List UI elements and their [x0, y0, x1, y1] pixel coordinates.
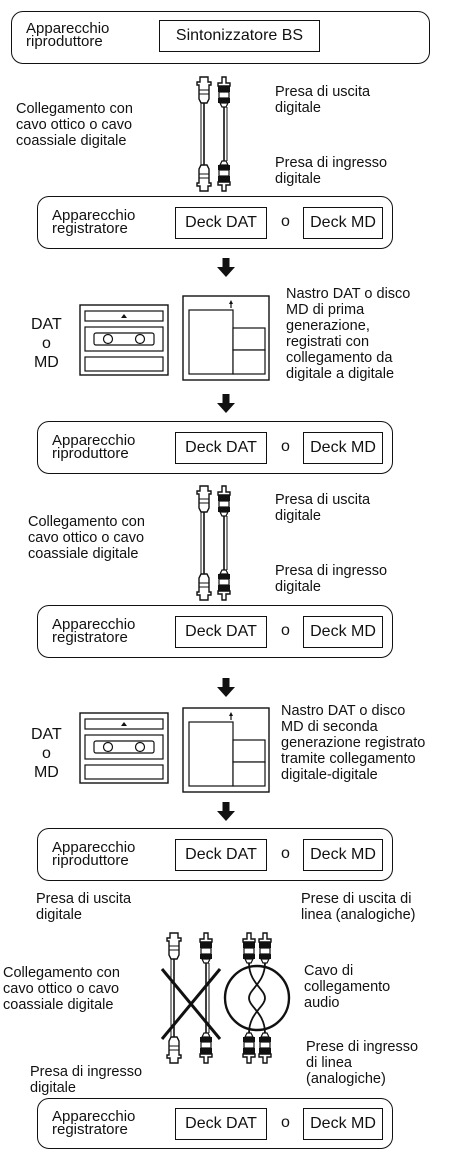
dat-cassette-1-icon [79, 304, 169, 376]
or-label: o [281, 622, 290, 639]
cable-2-description: Collegamento con cavo ottico o cavo coas… [28, 514, 145, 562]
deck-md-unit: Deck MD [303, 839, 383, 871]
down-arrow-2-icon [217, 394, 235, 413]
md-disc-2-icon [182, 707, 270, 793]
player-device-label: Apparecchio riproduttore [52, 839, 136, 869]
recorder-device-label: Apparecchio registratore [52, 1108, 136, 1138]
cable-3-output-jack-label-left: Presa di uscita digitale [36, 891, 132, 923]
media-1-note: Nastro DAT o disco MD di prima generazio… [286, 286, 411, 382]
cable-2-input-jack-label: Presa di ingresso digitale [275, 563, 388, 595]
or-label: o [281, 438, 290, 455]
player-device-box: Apparecchio riproduttore Sintonizzatore … [11, 11, 430, 64]
cable-1-description: Collegamento con cavo ottico o cavo coas… [16, 101, 133, 149]
deck-dat-unit: Deck DAT [175, 839, 267, 871]
recorder-device-box-1: Apparecchio registratore Deck DAT o Deck… [37, 196, 393, 249]
deck-dat-unit: Deck DAT [175, 1108, 267, 1140]
digital-cable-2-icon [196, 485, 231, 601]
recorder-device-label: Apparecchio registratore [52, 616, 136, 646]
deck-md-unit: Deck MD [303, 616, 383, 648]
cable-1-input-jack-label: Presa di ingresso digitale [275, 155, 388, 187]
player-device-label: Apparecchio riproduttore [52, 432, 136, 462]
md-disc-1-icon [182, 295, 270, 381]
player-device-box-3: Apparecchio riproduttore Deck DAT o Deck… [37, 828, 393, 881]
cable-1-output-jack-label: Presa di uscita digitale [275, 84, 371, 116]
cable-3-description-left: Collegamento con cavo ottico o cavo coas… [3, 965, 120, 1013]
media-2-label: DAT o MD [31, 726, 62, 781]
cable-3-input-jack-label-right: Prese di ingresso di linea (analogiche) [306, 1039, 419, 1087]
digital-cable-1-icon [196, 76, 231, 192]
media-1-label: DAT o MD [31, 316, 62, 371]
media-2-note: Nastro DAT o disco MD di seconda generaz… [281, 703, 426, 783]
down-arrow-3-icon [217, 678, 235, 697]
cable-3-description-right: Cavo di collegamento audio [304, 963, 391, 1011]
recorder-device-box-2: Apparecchio registratore Deck DAT o Deck… [37, 605, 393, 658]
dat-cassette-2-icon [79, 712, 169, 784]
or-label: o [281, 845, 290, 862]
player-device-box-2: Apparecchio riproduttore Deck DAT o Deck… [37, 421, 393, 474]
player-device-label: Apparecchio riproduttore [26, 20, 110, 50]
recorder-device-label: Apparecchio registratore [52, 207, 136, 237]
deck-md-unit: Deck MD [303, 1108, 383, 1140]
crossed-digital-cable-icon [160, 932, 222, 1064]
deck-dat-unit: Deck DAT [175, 432, 267, 464]
deck-md-unit: Deck MD [303, 432, 383, 464]
cable-3-input-jack-label-left: Presa di ingresso digitale [30, 1064, 143, 1096]
deck-dat-unit: Deck DAT [175, 207, 267, 239]
deck-md-unit: Deck MD [303, 207, 383, 239]
down-arrow-4-icon [217, 802, 235, 821]
or-label: o [281, 213, 290, 230]
analog-audio-cable-icon [223, 932, 291, 1064]
down-arrow-1-icon [217, 258, 235, 277]
or-label: o [281, 1114, 290, 1131]
deck-dat-unit: Deck DAT [175, 616, 267, 648]
cable-3-output-jack-label-right: Prese di uscita di linea (analogiche) [301, 891, 416, 923]
bs-tuner-unit: Sintonizzatore BS [159, 20, 320, 52]
cable-2-output-jack-label: Presa di uscita digitale [275, 492, 371, 524]
recorder-device-box-3: Apparecchio registratore Deck DAT o Deck… [37, 1098, 393, 1149]
